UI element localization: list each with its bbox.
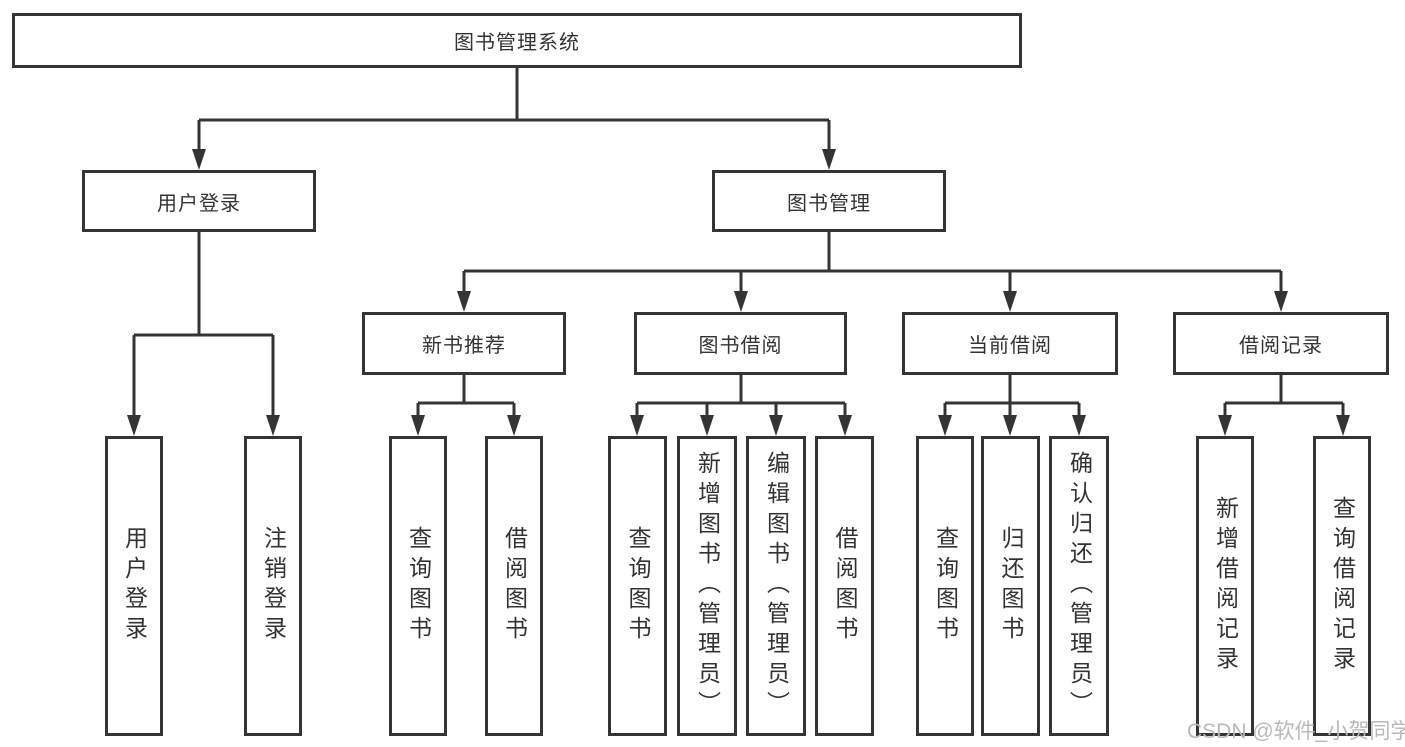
node-label: 查询借阅记录 [1329,496,1356,676]
leaf-confirm-return-admin: 确认归还（管理员） [1049,436,1109,736]
node-label: 查询图书 [405,526,432,646]
arrowhead-down-icon [734,291,748,312]
node-label: 新书推荐 [422,335,506,357]
leaf-add-books-admin: 新增图书（管理员） [677,436,737,736]
leaf-query-books-borrow: 查询图书 [608,436,667,736]
node-user-login-branch: 用户登录 [82,170,316,232]
node-label: 编辑图书（管理员） [763,451,790,721]
leaf-borrow-books: 借阅图书 [815,436,874,736]
node-new-book-recommend: 新书推荐 [362,312,566,375]
arrowhead-down-icon [127,415,141,436]
node-label: 确认归还（管理员） [1066,451,1093,721]
leaf-return-books: 归还图书 [981,436,1040,736]
leaf-logout: 注销登录 [244,436,302,736]
node-library-management-system: 图书管理系统 [12,13,1022,68]
node-label: 查询图书 [932,526,959,646]
arrowhead-down-icon [1274,291,1288,312]
arrowhead-down-icon [1336,415,1350,436]
node-label: 注销登录 [260,526,287,646]
leaf-add-borrow-record: 新增借阅记录 [1196,436,1254,736]
leaf-user-login: 用户登录 [105,436,163,736]
node-label: 新增借阅记录 [1212,496,1239,676]
leaf-query-books-current: 查询图书 [916,436,974,736]
arrowhead-down-icon [507,415,521,436]
arrowhead-down-icon [411,415,425,436]
arrowhead-down-icon [1003,415,1017,436]
node-label: 图书管理系统 [454,32,580,54]
node-label: 借阅记录 [1239,335,1323,357]
arrowhead-down-icon [822,149,836,170]
arrowhead-down-icon [1003,291,1017,312]
leaf-edit-books-admin: 编辑图书（管理员） [746,436,806,736]
arrowhead-down-icon [192,149,206,170]
arrowhead-down-icon [457,291,471,312]
node-label: 查询图书 [625,526,651,646]
arrowhead-down-icon [938,415,952,436]
arrowhead-down-icon [838,415,852,436]
node-label: 借阅图书 [832,526,858,646]
node-borrowing-records: 借阅记录 [1173,312,1389,375]
arrowhead-down-icon [1218,415,1232,436]
node-label: 借阅图书 [501,526,528,646]
node-label: 当前借阅 [968,335,1052,357]
arrowhead-down-icon [630,415,644,436]
leaf-query-books-recommend: 查询图书 [389,436,447,736]
arrowhead-down-icon [700,415,714,436]
node-label: 归还图书 [998,526,1024,646]
arrowhead-down-icon [769,415,783,436]
node-book-management-branch: 图书管理 [712,170,946,232]
arrowhead-down-icon [1072,415,1086,436]
node-label: 用户登录 [157,192,241,215]
node-label: 图书借阅 [698,335,783,357]
csdn-watermark: CSDN @软件_小贺同学 [1187,720,1405,743]
node-current-borrowing: 当前借阅 [902,312,1118,375]
node-label: 用户登录 [121,526,148,646]
leaf-query-borrow-record: 查询借阅记录 [1313,436,1371,736]
arrowhead-down-icon [266,415,280,436]
node-label: 图书管理 [787,192,871,215]
node-book-borrowing: 图书借阅 [634,312,847,375]
node-label: 新增图书（管理员） [694,451,721,721]
leaf-borrow-books-recommend: 借阅图书 [485,436,543,736]
